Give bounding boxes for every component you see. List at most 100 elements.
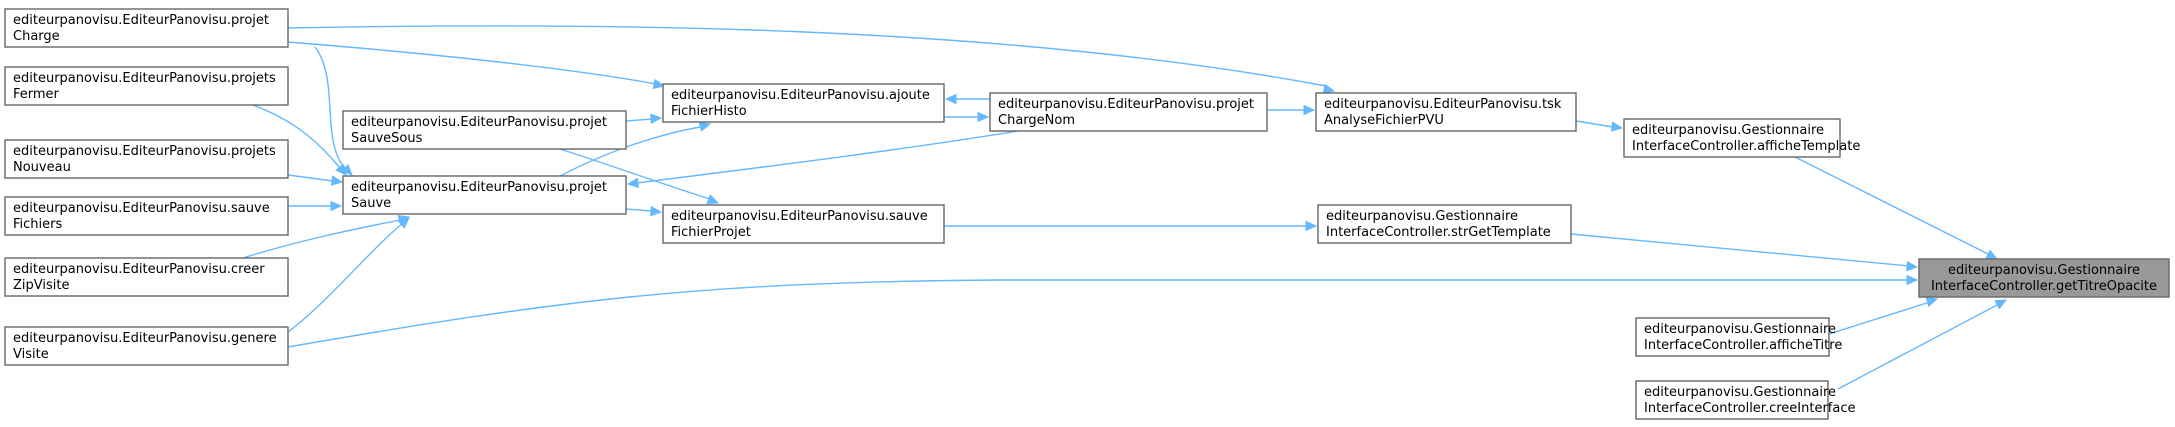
node-label-line2: InterfaceController.afficheTitre [1644,338,1842,353]
node-box [4,66,289,106]
node-box [4,139,289,179]
arrowhead-icon [626,177,639,189]
edge-line [1575,120,1614,128]
node-label-line2: InterfaceController.afficheTemplate [1632,139,1860,154]
node-box [4,8,289,48]
edge-line [625,208,653,212]
arrowhead-icon [1322,83,1336,94]
nodes-layer: editeurpanovisu.EditeurPanovisu.projetCh… [4,8,2170,420]
node-label-line1: editeurpanovisu.EditeurPanovisu.sauve [671,209,928,224]
node-label-line2: ChargeNom [998,113,1075,128]
node-label-line1: editeurpanovisu.Gestionnaire [1644,322,1836,337]
edges-layer [242,25,2008,390]
node-label-line2: Sauve [351,196,391,211]
node-box [989,92,1268,132]
node-projetSauve[interactable]: editeurpanovisu.EditeurPanovisu.projetSa… [342,175,627,215]
node-strGetTemplate[interactable]: editeurpanovisu.GestionnaireInterfaceCon… [1317,204,1572,244]
node-afficheTitre[interactable]: editeurpanovisu.GestionnaireInterfaceCon… [1635,317,1842,357]
edge-projetChargeNom-to-ajouteFichierHisto [944,93,990,105]
node-box [342,110,627,150]
node-sauveFichiers[interactable]: editeurpanovisu.EditeurPanovisu.sauveFic… [4,196,289,236]
arrowhead-icon [340,163,353,176]
edge-line [242,219,401,259]
node-box [1317,204,1572,244]
node-genereVisite[interactable]: editeurpanovisu.EditeurPanovisu.genereVi… [4,326,289,366]
node-label-line2: ZipVisite [13,278,69,293]
arrowhead-icon [650,113,663,124]
node-creerZipVisite[interactable]: editeurpanovisu.EditeurPanovisu.creerZip… [4,257,289,297]
node-afficheTemplate[interactable]: editeurpanovisu.GestionnaireInterfaceCon… [1623,118,1860,158]
edge-line [1570,233,1910,267]
arrowhead-icon [698,121,712,132]
node-label-line2: Fichiers [13,217,62,232]
node-label-line1: editeurpanovisu.EditeurPanovisu.projets [13,71,276,86]
arrowhead-icon [397,217,410,229]
node-box [1635,317,1830,357]
node-tskAnalyseFichierPVU[interactable]: editeurpanovisu.EditeurPanovisu.tskAnaly… [1315,92,1577,132]
edge-line [287,279,1907,348]
node-label-line1: editeurpanovisu.EditeurPanovisu.projet [998,97,1254,112]
edge-genereVisite-to-getTitreOpacite [287,274,1919,348]
arrowhead-icon [706,194,720,204]
node-box [4,196,289,236]
node-label-line1: editeurpanovisu.EditeurPanovisu.ajoute [671,88,930,103]
node-label-line1: editeurpanovisu.EditeurPanovisu.tsk [1324,97,1562,112]
edge-projetsFermer-to-projetSauve [252,104,347,176]
edge-afficheTitre-to-getTitreOpacite [1828,297,1939,335]
node-label-line1: editeurpanovisu.EditeurPanovisu.projet [13,13,269,28]
edge-projetSauve-to-ajouteFichierHisto [559,121,712,177]
arrowhead-icon [1906,260,1919,272]
edge-line [1837,303,2000,390]
node-projetSauveSous[interactable]: editeurpanovisu.EditeurPanovisu.projetSa… [342,110,627,150]
edge-line [287,41,657,85]
arrowhead-icon [330,200,343,212]
arrowhead-icon [977,111,990,123]
node-label-line1: editeurpanovisu.Gestionnaire [1948,263,2140,278]
arrowhead-icon [650,205,663,217]
node-projetChargeNom[interactable]: editeurpanovisu.EditeurPanovisu.projetCh… [989,92,1268,132]
node-label-line2: Visite [13,347,49,362]
node-label-line2: InterfaceController.getTitreOpacite [1931,279,2157,294]
node-box [662,83,945,123]
node-box [1315,92,1577,132]
node-label-line1: editeurpanovisu.EditeurPanovisu.projet [351,115,607,130]
node-projetsNouveau[interactable]: editeurpanovisu.EditeurPanovisu.projetsN… [4,139,289,179]
edge-sauveFichierProjet-to-strGetTemplate [944,220,1318,232]
arrowhead-icon [1610,121,1624,132]
arrowhead-icon [652,78,666,90]
arrowhead-icon [944,93,957,105]
node-label-line2: Fermer [13,87,60,102]
node-getTitreOpacite[interactable]: editeurpanovisu.GestionnaireInterfaceCon… [1918,258,2170,298]
node-box [1635,380,1829,420]
edge-projetCharge-to-projetSauve [314,46,353,176]
edge-line [252,104,341,169]
node-label-line2: FichierHisto [671,104,747,119]
node-sauveFichierProjet[interactable]: editeurpanovisu.EditeurPanovisu.sauveFic… [662,204,945,244]
node-label-line2: AnalyseFichierPVU [1324,113,1444,128]
node-label-line2: InterfaceController.strGetTemplate [1326,225,1551,240]
node-label-line1: editeurpanovisu.Gestionnaire [1644,385,1836,400]
edge-projetChargeNom-to-tskAnalyseFichierPVU [1267,104,1316,116]
node-label-line2: Charge [13,29,60,44]
node-projetsFermer[interactable]: editeurpanovisu.EditeurPanovisu.projetsF… [4,66,289,106]
node-ajouteFichierHisto[interactable]: editeurpanovisu.EditeurPanovisu.ajouteFi… [662,83,945,123]
node-projetCharge[interactable]: editeurpanovisu.EditeurPanovisu.projetCh… [4,8,289,48]
edge-projetSauveSous-to-ajouteFichierHisto [625,113,663,124]
node-box [662,204,945,244]
node-creeInterface[interactable]: editeurpanovisu.GestionnaireInterfaceCon… [1635,380,1856,420]
edge-line [1828,301,1931,335]
edge-sauveFichiers-to-projetSauve [288,200,343,212]
arrowhead-icon [1994,299,2008,310]
edge-projetsNouveau-to-projetSauve [287,174,344,186]
node-label-line2: SauveSous [351,131,423,146]
node-box [4,326,289,366]
edge-line [314,46,346,169]
arrowhead-icon [1303,104,1316,116]
edge-line [287,222,404,333]
node-box [1623,118,1841,158]
node-label-line1: editeurpanovisu.Gestionnaire [1326,209,1518,224]
edge-genereVisite-to-projetSauve [287,217,410,333]
edge-ajouteFichierHisto-to-projetChargeNom [944,111,990,123]
arrowhead-icon [1925,297,1939,308]
